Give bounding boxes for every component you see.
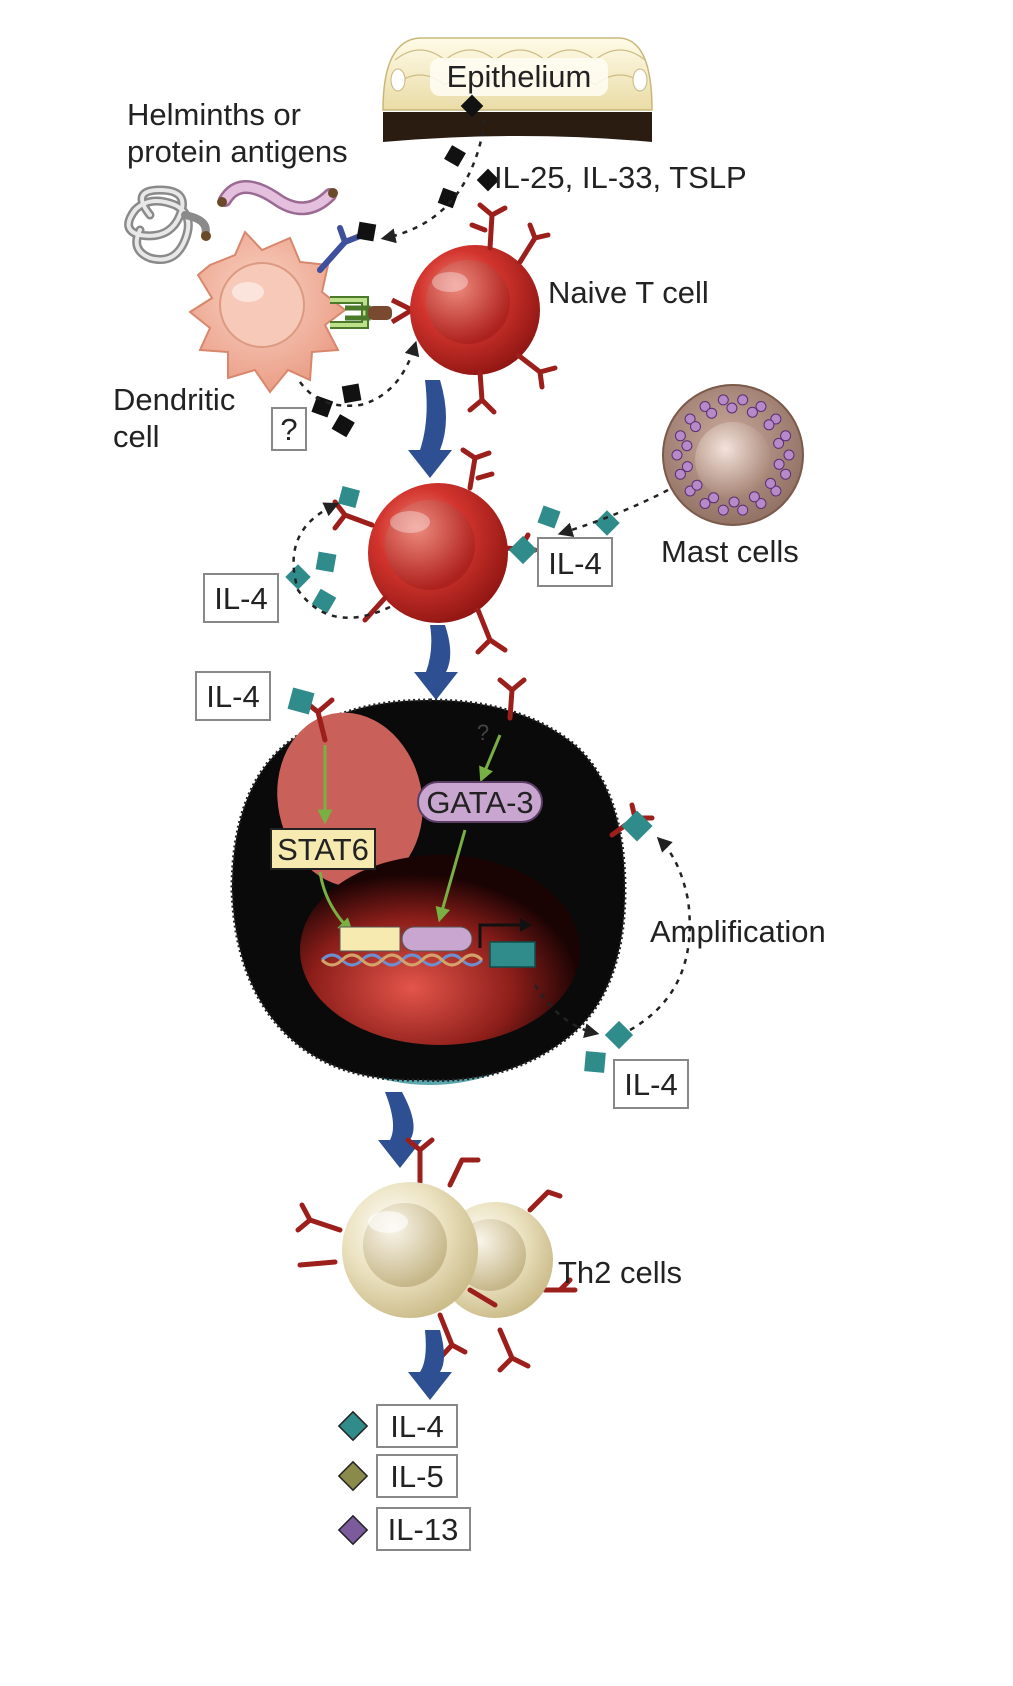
helminths-label-line1: Helminths or (127, 97, 301, 132)
cytokine-legend: IL-4 IL-5 IL-13 (337, 1404, 471, 1551)
epithelial-cytokine-diamonds (437, 94, 500, 209)
il4-receptor-label: IL-4 (206, 679, 259, 714)
mast-cell-granule (699, 401, 711, 412)
mast-cell-granule (755, 401, 767, 412)
il4-output-box (613, 1059, 689, 1109)
il5-diamond-icon (337, 1460, 369, 1492)
mast-cell-granule (746, 406, 758, 418)
helminth-coil-icon (124, 185, 211, 264)
helminth-worm-icon (217, 180, 338, 216)
stat6-label: STAT6 (277, 832, 369, 867)
differentiating-t-cell: ? GATA-3 STAT6 (230, 677, 655, 1085)
gata3-badge (417, 781, 543, 823)
mast-cell-granule (684, 485, 696, 497)
helminths-label-line2: protein antigens (127, 134, 348, 169)
il13-diamond-icon (337, 1514, 369, 1546)
il4-mast-box (537, 537, 613, 587)
epithelium-layer: Epithelium (382, 37, 653, 142)
mast-cell-granule (763, 419, 775, 431)
unknown-signal-diamonds (311, 383, 362, 438)
stat6-badge (270, 828, 376, 870)
mast-cell-granule (737, 394, 749, 406)
mast-cell-il4-diamonds (537, 505, 620, 536)
amplification-label: Amplification (650, 914, 826, 949)
mast-cells-label: Mast cells (661, 534, 799, 569)
cytokines-label: IL-25, IL-33, TSLP (494, 160, 747, 195)
naive-t-cell-label: Naive T cell (548, 275, 709, 310)
differentiation-arrow-3 (378, 1092, 422, 1168)
mast-cell-granule (765, 477, 776, 489)
mast-cell-granule (690, 421, 701, 433)
legend-item-il5: IL-5 (337, 1454, 458, 1498)
mast-cell-granule (773, 458, 785, 470)
mast-cell-granule (770, 485, 782, 497)
mast-cell-granule (737, 504, 749, 516)
mast-cell-granule (717, 394, 729, 406)
secretion-arrow (408, 1330, 452, 1400)
legend-item-il4: IL-4 (337, 1404, 458, 1448)
mast-cell (662, 384, 804, 526)
unknown-receptor-label: ? (477, 720, 489, 745)
mast-cell-granule (783, 449, 795, 461)
il4-autocrine-label: IL-4 (214, 581, 267, 616)
dendritic-label-line1: Dendritic (113, 382, 235, 417)
legend-label-il13: IL-13 (388, 1512, 459, 1547)
mast-cell-granule (681, 461, 693, 473)
dendritic-cell (188, 221, 418, 394)
th2-cells-label: Th2 cells (558, 1255, 682, 1290)
dendritic-label-line2: cell (113, 419, 160, 454)
epithelium-label: Epithelium (447, 59, 592, 94)
mast-cell-granule (684, 413, 696, 425)
legend-label-il5: IL-5 (390, 1459, 443, 1494)
gata3-label: GATA-3 (426, 785, 533, 820)
unknown-signal-box (271, 407, 307, 451)
il4-mast-label: IL-4 (548, 546, 601, 581)
differentiation-arrow-2 (414, 625, 458, 700)
mast-cell-granule (717, 504, 729, 516)
mast-cell-granule (780, 430, 792, 442)
mast-cell-granule (755, 498, 767, 509)
mast-cell-granule (706, 407, 718, 419)
mast-cell-granule (674, 468, 686, 480)
mast-cell-granule (773, 437, 785, 449)
mast-cell-granule (681, 440, 693, 452)
mast-cell-dashed-arrow (557, 488, 669, 538)
mast-cell-granule (728, 496, 740, 508)
unknown-signal-label: ? (280, 412, 297, 447)
mast-cell-granule (726, 402, 738, 414)
legend-label-il4: IL-4 (390, 1409, 443, 1444)
dna-strand (320, 918, 536, 968)
il4-diamond-icon (337, 1410, 369, 1442)
th2-cells (295, 1137, 578, 1373)
il4-autocrine-box (203, 573, 279, 623)
unknown-signal-dashed-arrow (298, 340, 420, 407)
il4-receptor-box (195, 671, 271, 721)
mast-cell-granule (708, 492, 720, 504)
mast-cell-granule (780, 468, 792, 480)
mast-cell-granule (699, 498, 711, 509)
mast-cell-granule (671, 449, 683, 461)
il4-output-label: IL-4 (624, 1067, 677, 1102)
il4-secreted-diamonds (584, 1020, 634, 1073)
mast-cell-granule (748, 491, 760, 503)
il4-autocrine-diamonds (285, 485, 361, 614)
cytokine-dashed-arrow (380, 119, 487, 244)
activated-t-cell (332, 447, 538, 655)
differentiation-arrow-1 (408, 380, 452, 478)
mast-cell-granule (674, 430, 686, 442)
il4-autocrine-dashed-arrow (292, 502, 391, 619)
naive-t-cell (410, 202, 558, 415)
mast-cell-granule (691, 479, 703, 491)
legend-item-il13: IL-13 (337, 1507, 471, 1551)
mast-cell-granule (770, 413, 782, 425)
